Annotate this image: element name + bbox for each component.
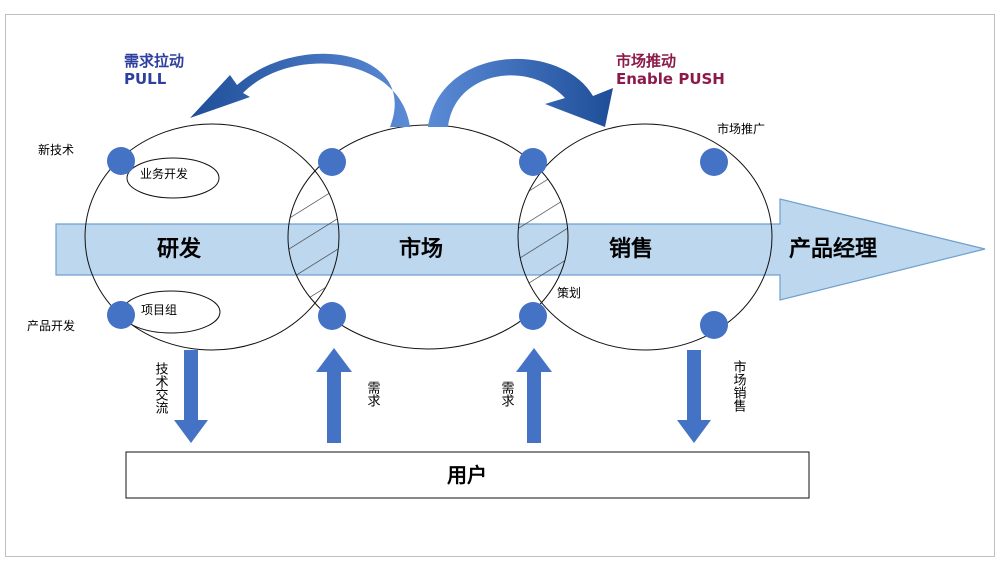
dot-market-bottom-right <box>519 302 547 330</box>
demand-label-2: 需求 <box>499 381 515 407</box>
main-arrow-label: 产品经理 <box>789 236 877 262</box>
pull-title: 需求拉动 <box>124 52 184 70</box>
circle-label-rnd: 研发 <box>157 236 202 262</box>
market-sales-down-arrow <box>677 350 711 443</box>
pull-subtitle: PULL <box>124 70 167 88</box>
node-dots <box>107 147 728 339</box>
business-dev-label: 业务开发 <box>140 166 188 181</box>
push-curved-arrow <box>428 58 613 127</box>
dot-market-sales <box>700 311 728 339</box>
user-box-label: 用户 <box>447 463 487 487</box>
diagram-frame <box>5 14 995 557</box>
pull-curved-arrow <box>190 53 410 127</box>
user-box <box>125 451 810 499</box>
circle-label-sales: 销售 <box>609 236 653 262</box>
dot-market-top-left <box>318 148 346 176</box>
planning-label: 策划 <box>557 286 581 300</box>
project-team-label: 项目组 <box>141 303 177 317</box>
demand-up-arrow-2 <box>516 348 552 443</box>
tech-exchange-down-arrow <box>174 350 208 443</box>
new-tech-label: 新技术 <box>38 142 74 157</box>
market-promo-label: 市场推广 <box>717 121 765 136</box>
dot-market-top-right <box>519 148 547 176</box>
push-subtitle: Enable PUSH <box>616 70 725 88</box>
circle-label-market: 市场 <box>399 236 443 262</box>
business-dev-ellipse <box>126 157 220 199</box>
dot-new-tech <box>107 147 135 175</box>
dot-product-dev <box>107 301 135 329</box>
dot-market-promo <box>700 148 728 176</box>
tech-exchange-label: 技术交流 <box>153 362 169 414</box>
demand-label-1: 需求 <box>365 381 381 407</box>
demand-up-arrow-1 <box>316 348 352 443</box>
circle-market <box>287 124 569 350</box>
circle-rnd <box>84 123 340 351</box>
dot-market-bottom-left <box>318 302 346 330</box>
market-sales-vertical-label: 市场销售 <box>731 359 747 412</box>
circle-sales <box>517 123 773 351</box>
product-dev-label: 产品开发 <box>27 318 75 333</box>
push-title: 市场推动 <box>616 52 676 70</box>
